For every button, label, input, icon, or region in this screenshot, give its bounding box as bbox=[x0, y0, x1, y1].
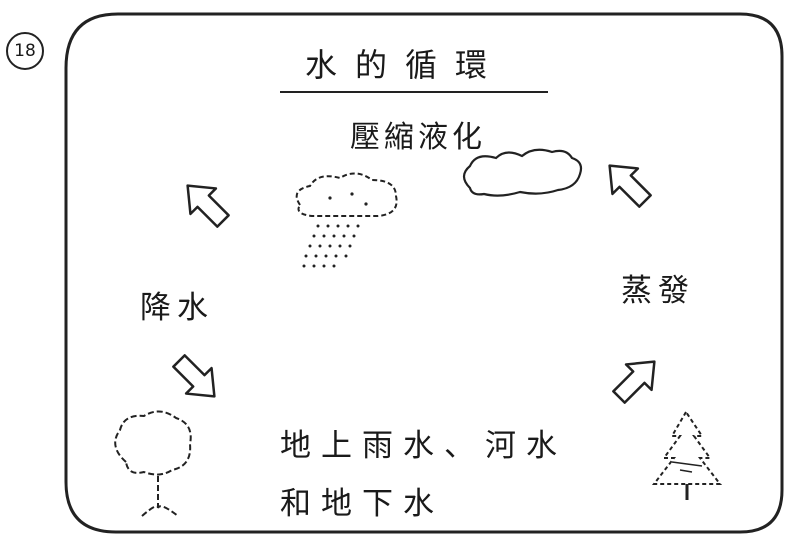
cloud-icon bbox=[462, 148, 583, 197]
figure-number: 18 bbox=[6, 32, 44, 70]
arrow-to-ground-icon bbox=[172, 354, 216, 398]
arrow-to-condensation-icon bbox=[608, 164, 652, 208]
pine-tree-icon bbox=[651, 410, 723, 500]
diagram-title: 水的循環 bbox=[305, 46, 506, 84]
tree-icon bbox=[114, 410, 192, 517]
frame-border bbox=[64, 12, 784, 534]
ground-water-label-line1: 地上雨水、河水 bbox=[280, 428, 567, 464]
evaporation-label: 蒸發 bbox=[621, 273, 695, 309]
ground-water-label-line2: 和地下水 bbox=[280, 486, 444, 522]
condensation-label: 壓縮液化 bbox=[350, 120, 486, 155]
precipitation-label: 降水 bbox=[140, 290, 214, 326]
arrow-to-precipitation-icon bbox=[186, 184, 230, 228]
arrow-to-evaporation-icon bbox=[612, 360, 656, 404]
rain-cloud-icon bbox=[295, 172, 398, 268]
